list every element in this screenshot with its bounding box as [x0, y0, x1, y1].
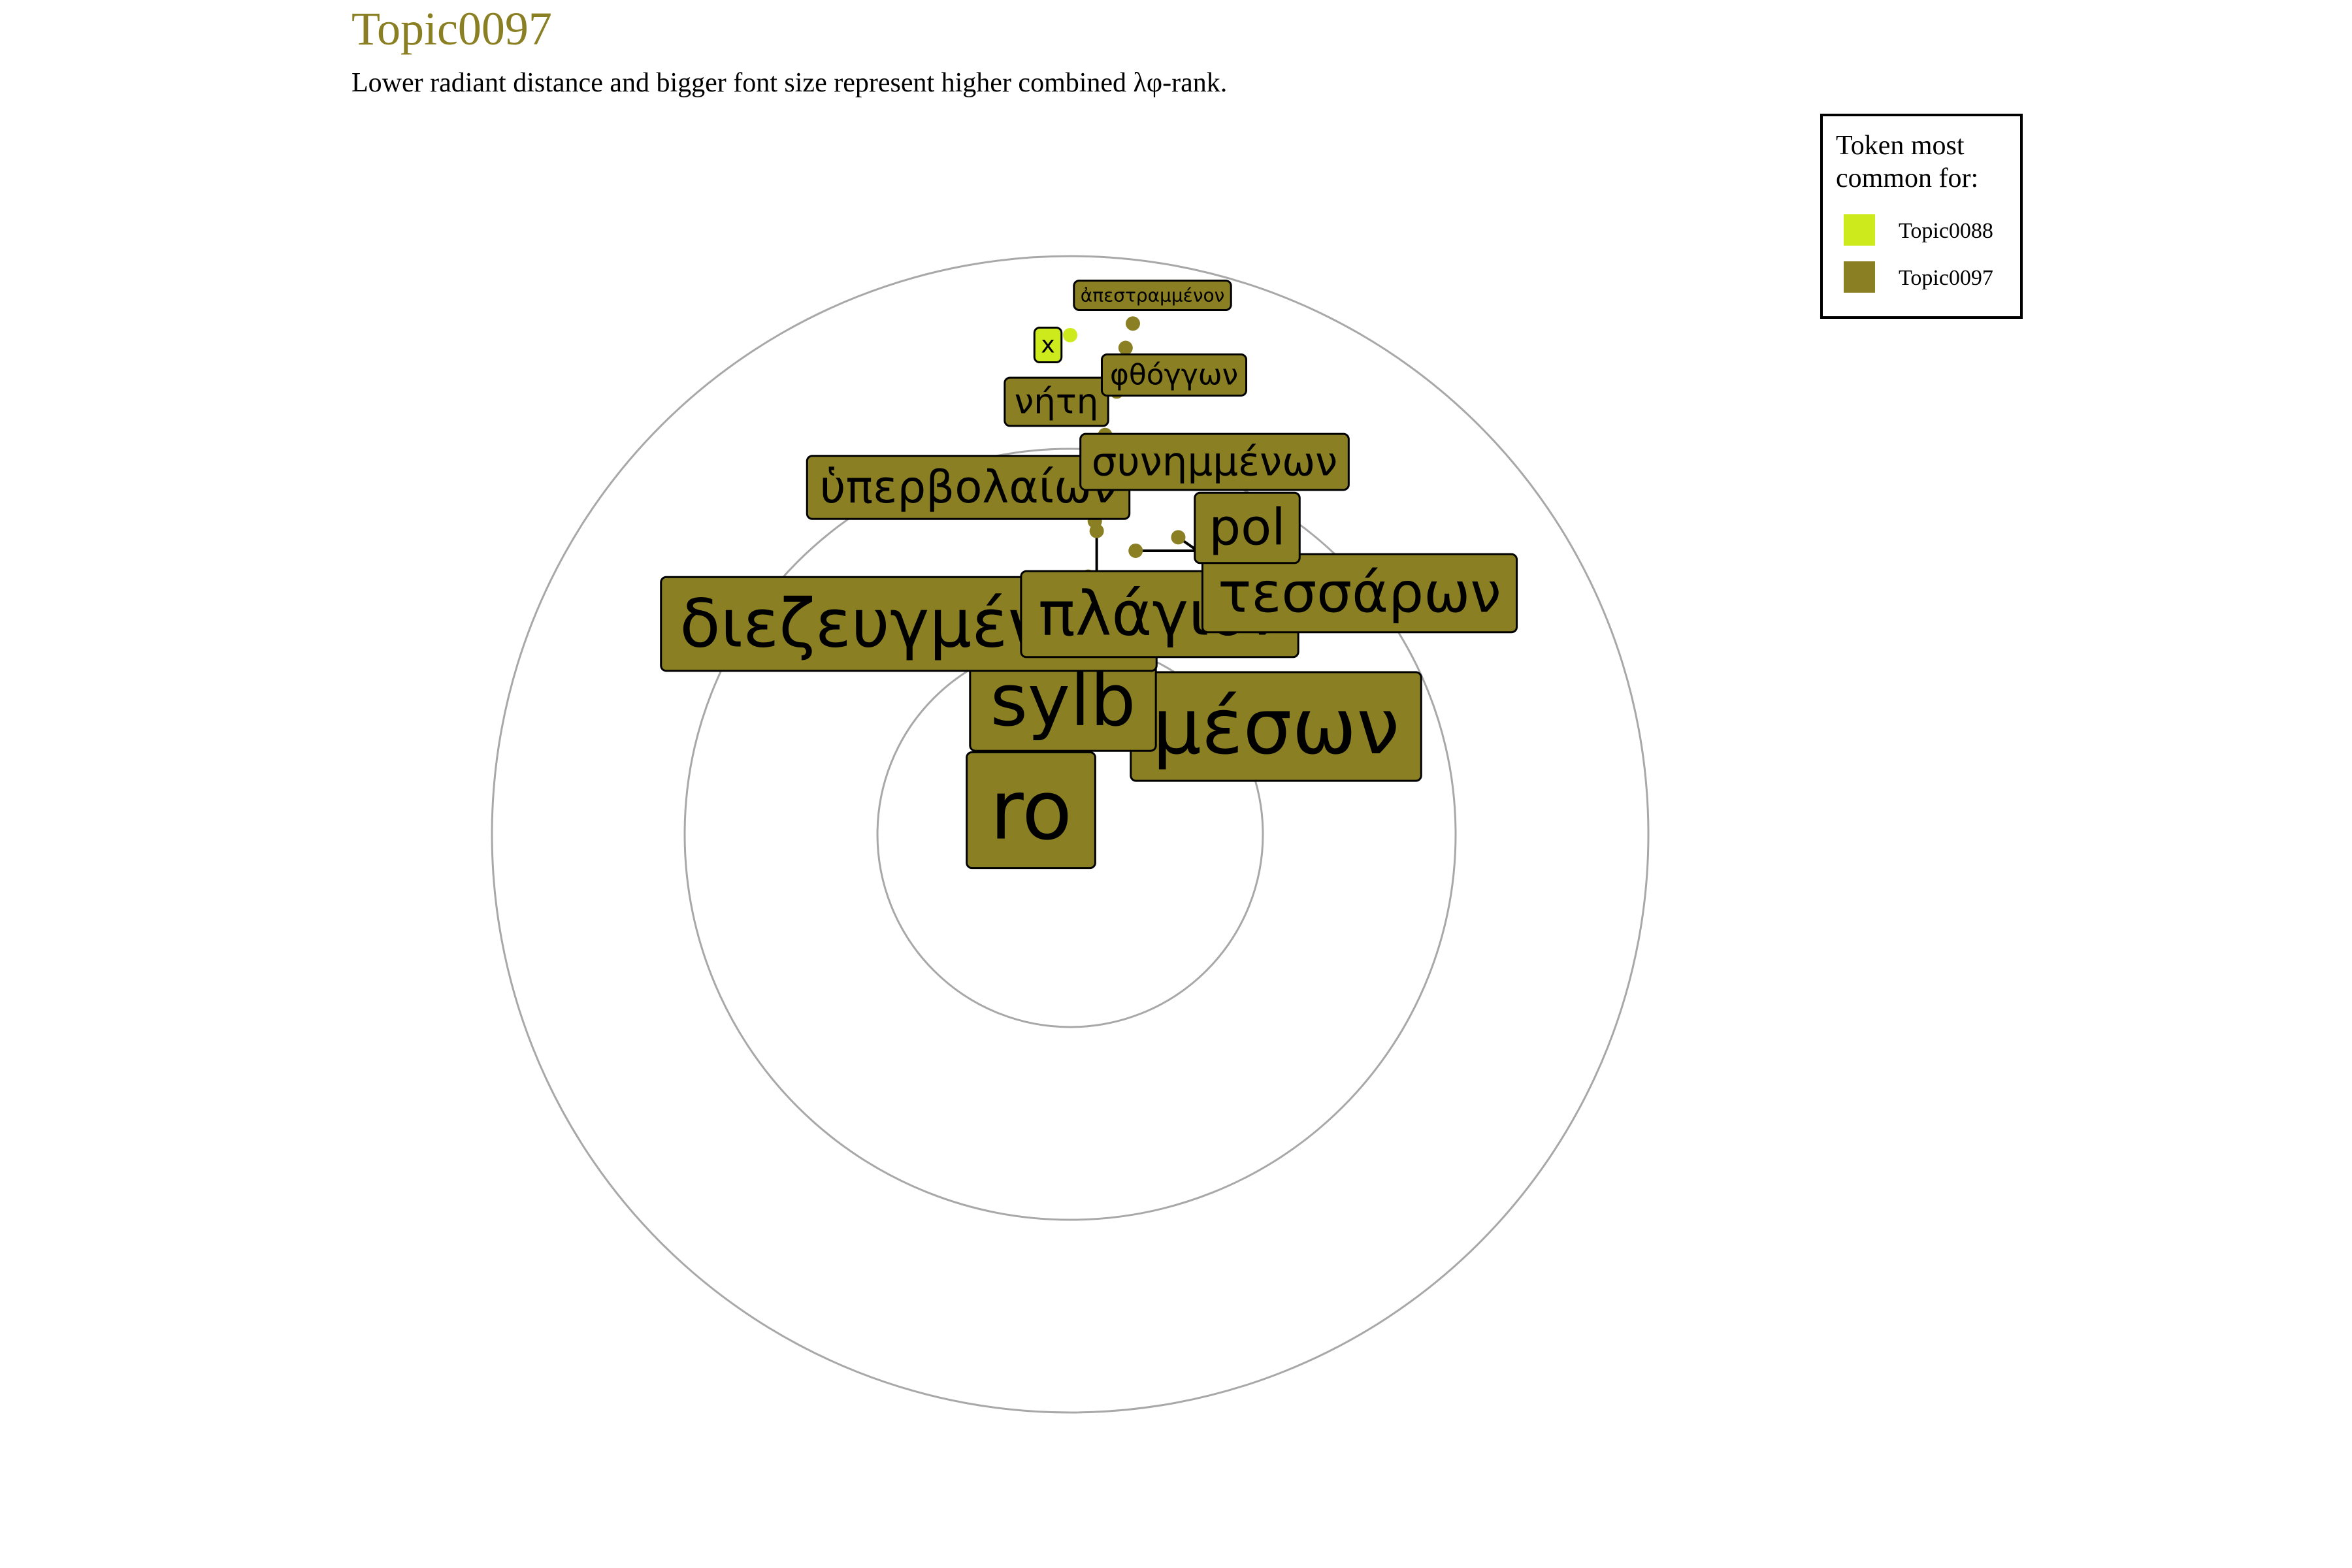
token-box: [1004, 376, 1109, 427]
token-text: sylb: [990, 659, 1136, 742]
token-text: φθόγγων: [1110, 359, 1238, 392]
point-7: [1128, 543, 1143, 558]
token-label-9: συνημμένων: [1079, 433, 1350, 491]
token-box: [1033, 327, 1063, 363]
labels-group: roμέσωνsylbδιεζευγμένωνπλάγιοντεσσάρωνpo…: [660, 280, 1518, 870]
point-12: [1063, 327, 1077, 342]
token-text: νήτη: [1015, 382, 1099, 422]
token-text: ἀπεστραμμένον: [1081, 285, 1224, 306]
token-label-3: sylb: [969, 649, 1157, 752]
legend: Token most common for: Topic0088 Topic00…: [1820, 114, 2023, 319]
point-11: [1118, 340, 1133, 355]
ring-3: [491, 255, 1650, 1414]
token-text: x: [1041, 332, 1054, 359]
token-box: [1201, 553, 1518, 634]
legend-title-line1: Token most: [1836, 131, 1965, 161]
token-box: [1194, 491, 1301, 564]
token-label-10: νήτη: [1004, 376, 1109, 427]
token-text: pol: [1209, 499, 1285, 557]
token-label-13: ἀπεστραμμένον: [1073, 280, 1232, 311]
token-box: [966, 751, 1096, 870]
token-text: τεσσάρων: [1218, 561, 1501, 626]
token-label-7: pol: [1194, 491, 1301, 564]
chart-subtitle: Lower radiant distance and bigger font s…: [351, 68, 1227, 98]
point-6: [1171, 530, 1186, 545]
token-text: μέσων: [1152, 681, 1399, 772]
token-text: ὑπερβολαίων: [820, 461, 1117, 514]
token-label-11: φθόγγων: [1100, 353, 1248, 397]
token-label-8: ὑπερβολαίων: [806, 455, 1131, 520]
token-box: [1100, 353, 1248, 397]
token-label-1: ro: [966, 751, 1096, 870]
token-box: [1073, 280, 1232, 311]
token-box: [1079, 433, 1350, 491]
token-label-6: τεσσάρων: [1201, 553, 1518, 634]
legend-title-line2: common for:: [1836, 163, 1978, 193]
token-label-2: μέσων: [1130, 671, 1422, 782]
legend-swatch-topic0097: [1844, 261, 1875, 293]
legend-swatch-topic0088: [1844, 214, 1875, 246]
legend-label-topic0097: Topic0097: [1899, 266, 1993, 290]
point-13: [1125, 316, 1140, 331]
token-label-12: x: [1033, 327, 1063, 363]
chart-title: Topic0097: [351, 3, 552, 55]
legend-label-topic0088: Topic0088: [1899, 219, 1993, 243]
ring-2: [683, 448, 1457, 1221]
token-text: συνημμένων: [1092, 439, 1338, 485]
token-text: ro: [990, 762, 1072, 858]
